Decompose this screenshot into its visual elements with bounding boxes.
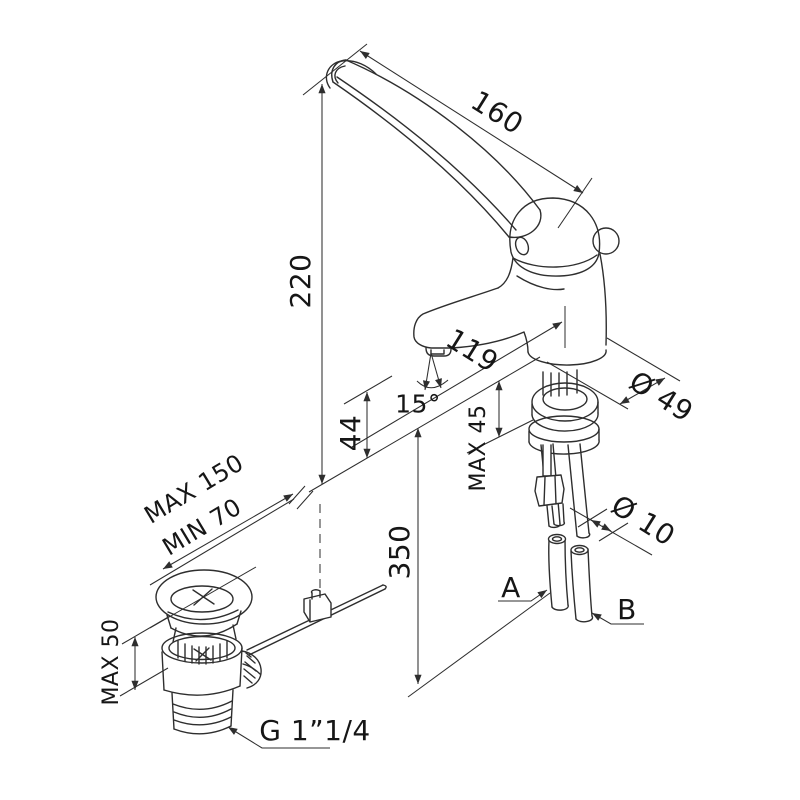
dim-body-diameter (619, 377, 666, 405)
hose-b-label: B (617, 593, 637, 626)
cap-set-screw (514, 236, 530, 256)
dim-deck-thickness-label: MAX 45 (466, 404, 491, 492)
hose-a (547, 533, 569, 611)
dim-spout-angle-label: 15° (395, 389, 441, 419)
dim-rod-reach (162, 493, 294, 570)
lever-handle (325, 59, 542, 239)
drain-assembly (155, 569, 262, 735)
dim-hose-diameter (569, 507, 653, 556)
dim-overall-height-label: 220 (284, 253, 317, 309)
mounting-stud (534, 444, 566, 527)
drain-plug (170, 585, 234, 613)
spout (413, 287, 529, 357)
dim-drain-deck-label: MAX 50 (99, 618, 124, 706)
dimension-lines (119, 43, 681, 749)
leader-drain-thread (227, 726, 330, 749)
dim-spout-angle (416, 352, 449, 391)
drain-knurled-nut (241, 650, 262, 689)
leader-hose-a (498, 589, 548, 602)
drain-thread-tail (171, 689, 234, 735)
aerator (425, 347, 452, 357)
dim-spout-reach (351, 321, 563, 448)
dim-hose-length-label: 350 (383, 524, 416, 580)
side-knob (592, 227, 620, 255)
leader-hose-b (591, 612, 644, 625)
hose-end-reference-line (407, 592, 551, 698)
deck-break-marks (288, 485, 314, 510)
rod-clamp (303, 589, 332, 623)
supply-hoses-upper (540, 443, 591, 539)
hose-a-label: A (501, 571, 521, 604)
dim-spout-height-label: 44 (334, 414, 367, 452)
drain-thread-label: G 1”1/4 (259, 714, 371, 747)
hose-b (570, 544, 594, 623)
faucet-body (497, 253, 607, 366)
dim-lever-length (359, 50, 584, 194)
drain-flange (155, 569, 253, 625)
faucet-cap (509, 197, 620, 277)
escutcheon (528, 369, 600, 455)
